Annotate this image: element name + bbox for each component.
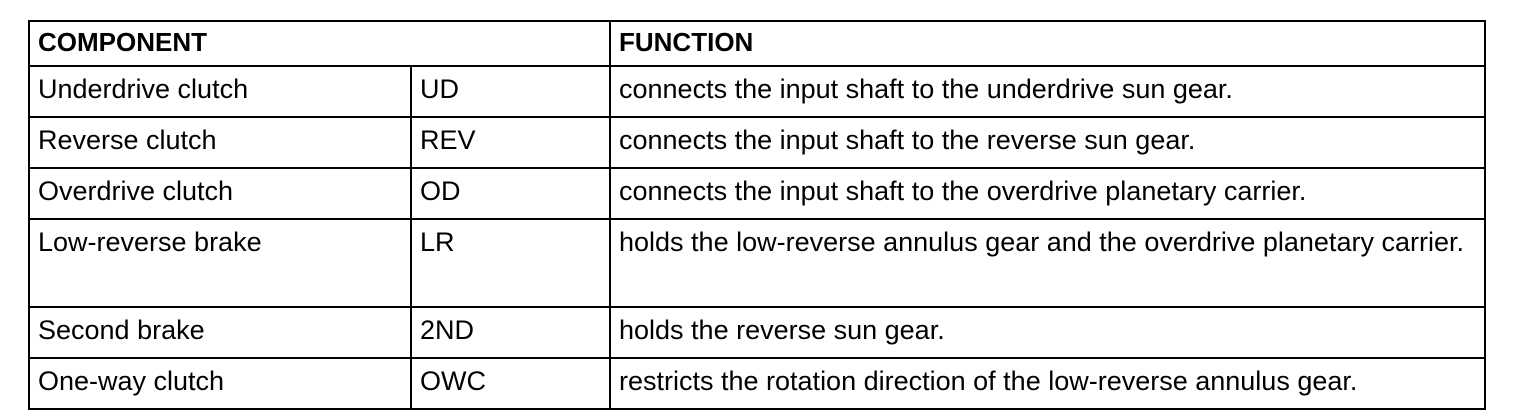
component-function: connects the input shaft to the reverse … bbox=[609, 116, 1486, 169]
component-function: restricts the rotation direction of the … bbox=[609, 357, 1486, 410]
table-row: Second brake 2ND holds the reverse sun g… bbox=[28, 306, 1486, 359]
table-row: Underdrive clutch UD connects the input … bbox=[28, 65, 1486, 118]
header-component: COMPONENT bbox=[28, 20, 611, 67]
table-row: Reverse clutch REV connects the input sh… bbox=[28, 116, 1486, 169]
component-abbreviation: REV bbox=[410, 116, 611, 169]
component-abbreviation: OD bbox=[410, 167, 611, 220]
component-function: holds the low-reverse annulus gear and t… bbox=[609, 218, 1486, 308]
component-name: One-way clutch bbox=[28, 357, 412, 410]
component-function: connects the input shaft to the underdri… bbox=[609, 65, 1486, 118]
component-name: Overdrive clutch bbox=[28, 167, 412, 220]
component-abbreviation: OWC bbox=[410, 357, 611, 410]
component-name: Reverse clutch bbox=[28, 116, 412, 169]
component-name: Second brake bbox=[28, 306, 412, 359]
table-row: One-way clutch OWC restricts the rotatio… bbox=[28, 357, 1486, 410]
component-name: Low-reverse brake bbox=[28, 218, 412, 308]
component-function: connects the input shaft to the overdriv… bbox=[609, 167, 1486, 220]
table-row: Low-reverse brake LR holds the low-rever… bbox=[28, 218, 1486, 308]
component-abbreviation: 2ND bbox=[410, 306, 611, 359]
table-row: Overdrive clutch OD connects the input s… bbox=[28, 167, 1486, 220]
component-function-table: COMPONENT FUNCTION Underdrive clutch UD … bbox=[28, 20, 1486, 410]
component-abbreviation: UD bbox=[410, 65, 611, 118]
component-abbreviation: LR bbox=[410, 218, 611, 308]
header-function: FUNCTION bbox=[609, 20, 1486, 67]
component-name: Underdrive clutch bbox=[28, 65, 412, 118]
component-function: holds the reverse sun gear. bbox=[609, 306, 1486, 359]
header-row: COMPONENT FUNCTION bbox=[28, 20, 1486, 67]
